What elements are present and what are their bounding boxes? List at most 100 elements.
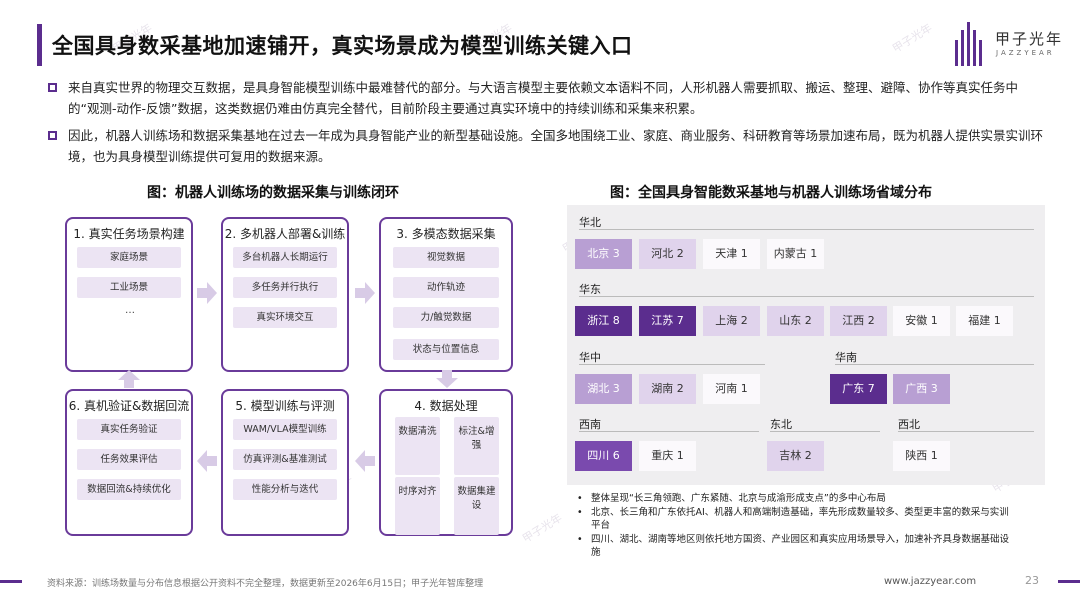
arrow-left-icon xyxy=(197,450,217,472)
flow-step-1: 1. 真实任务场景构建 家庭场景 工业场景 … xyxy=(65,217,193,372)
region-label-huabei: 华北 xyxy=(579,216,601,229)
arrow-down-icon xyxy=(436,370,458,388)
region-divider xyxy=(579,296,1034,297)
flow-item: 数据清洗 xyxy=(395,417,440,475)
note-text: 整体呈现“长三角领跑、广东紧随、北京与成渝形成支点”的多中心布局 xyxy=(591,493,886,504)
region-label-huazhong: 华中 xyxy=(579,351,601,364)
province-guangdong: 广东 7 xyxy=(830,374,887,404)
region-divider xyxy=(770,431,880,432)
watermark: 甲子光年 xyxy=(520,511,565,546)
logo-subtitle: JAZZYEAR xyxy=(996,49,1055,57)
note-text: 北京、长三角和广东依托AI、机器人和高端制造基础，率先形成数量较多、类型更丰富的… xyxy=(591,507,1009,531)
province-jilin: 吉林 2 xyxy=(767,441,824,471)
flow-item: 数据回流&持续优化 xyxy=(77,479,181,500)
bullet-item: 因此，机器人训练场和数据采集基地在过去一年成为具身智能产业的新型基础设施。全国多… xyxy=(48,125,1043,167)
note-item: • 北京、长三角和广东依托AI、机器人和高端制造基础，率先形成数量较多、类型更丰富… xyxy=(575,506,1015,532)
flow-step-title: 6. 真机验证&数据回流 xyxy=(68,399,190,413)
map-notes: • 整体呈现“长三角领跑、广东紧随、北京与成渝形成支点”的多中心布局 • 北京、长三… xyxy=(575,492,1015,560)
bullet-dot-icon: • xyxy=(577,507,583,518)
province-jiangsu: 江苏 7 xyxy=(639,306,696,336)
flow-step-title: 5. 模型训练与评测 xyxy=(235,399,335,413)
bullet-dot-icon: • xyxy=(577,534,583,545)
province-shanghai: 上海 2 xyxy=(703,306,760,336)
province-shandong: 山东 2 xyxy=(767,306,824,336)
flow-item: 真实任务验证 xyxy=(77,419,181,440)
province-jiangxi: 江西 2 xyxy=(830,306,887,336)
province-zhejiang: 浙江 8 xyxy=(575,306,632,336)
bullet-text: 来自真实世界的物理交互数据，是具身智能模型训练中最难替代的部分。与大语言模型主要… xyxy=(68,80,1019,116)
province-sichuan: 四川 6 xyxy=(575,441,632,471)
watermark: 甲子光年 xyxy=(890,21,935,56)
region-label-huadong: 华东 xyxy=(579,283,601,296)
note-item: • 整体呈现“长三角领跑、广东紧随、北京与成渝形成支点”的多中心布局 xyxy=(575,492,1015,505)
region-divider xyxy=(579,364,765,365)
flow-step-title: 4. 数据处理 xyxy=(414,399,478,413)
left-figure-title: 图：机器人训练场的数据采集与训练闭环 xyxy=(147,185,399,201)
province-anhui: 安徽 1 xyxy=(893,306,950,336)
note-text: 四川、湖北、湖南等地区则依托地方国资、产业园区和真实应用场景导入，加速补齐具身数… xyxy=(591,534,1010,558)
flow-item: 标注&增强 xyxy=(454,417,499,475)
province-neimenggu: 内蒙古 1 xyxy=(767,239,824,269)
flow-step-4: 4. 数据处理 数据清洗 标注&增强 时序对齐 数据集建设 xyxy=(379,389,513,536)
flow-item: 工业场景 xyxy=(77,277,181,298)
title-accent-bar xyxy=(37,24,42,66)
square-bullet-icon xyxy=(48,131,57,140)
flow-item: WAM/VLA模型训练 xyxy=(233,419,337,440)
flow-item: 状态与位置信息 xyxy=(393,339,499,360)
arrow-up-icon xyxy=(118,370,140,388)
square-bullet-icon xyxy=(48,83,57,92)
arrow-left-icon xyxy=(355,450,375,472)
region-divider xyxy=(898,431,1034,432)
flow-more: … xyxy=(125,305,135,316)
flow-step-2: 2. 多机器人部署&训练 多台机器人长期运行 多任务并行执行 真实环境交互 xyxy=(221,217,349,372)
bullet-text: 因此，机器人训练场和数据采集基地在过去一年成为具身智能产业的新型基础设施。全国多… xyxy=(68,128,1044,164)
flow-step-title: 2. 多机器人部署&训练 xyxy=(224,227,346,241)
region-divider xyxy=(579,431,759,432)
flow-item: 家庭场景 xyxy=(77,247,181,268)
website-link[interactable]: www.jazzyear.com xyxy=(884,576,977,587)
bullet-item: 来自真实世界的物理交互数据，是具身智能模型训练中最难替代的部分。与大语言模型主要… xyxy=(48,77,1043,119)
footer-accent-left xyxy=(0,580,22,583)
note-item: • 四川、湖北、湖南等地区则依托地方国资、产业园区和真实应用场景导入，加速补齐具身… xyxy=(575,533,1015,559)
province-shaanxi: 陕西 1 xyxy=(893,441,950,471)
flow-item: 真实环境交互 xyxy=(233,307,337,328)
arrow-right-icon xyxy=(355,282,375,304)
province-hubei: 湖北 3 xyxy=(575,374,632,404)
bullet-dot-icon: • xyxy=(577,493,583,504)
arrow-right-icon xyxy=(197,282,217,304)
province-chongqing: 重庆 1 xyxy=(639,441,696,471)
flow-item: 多任务并行执行 xyxy=(233,277,337,298)
province-tianjin: 天津 1 xyxy=(703,239,760,269)
source-note: 资料来源：训练场数量与分布信息根据公开资料不完全整理，数据更新至2026年6月1… xyxy=(47,579,484,589)
region-label-dongbei: 东北 xyxy=(770,418,792,431)
flow-item: 仿真评测&基准测试 xyxy=(233,449,337,470)
flow-item: 性能分析与迭代 xyxy=(233,479,337,500)
flow-step-title: 1. 真实任务场景构建 xyxy=(73,227,185,241)
footer-accent-right xyxy=(1058,580,1080,583)
province-guangxi: 广西 3 xyxy=(893,374,950,404)
flow-step-title: 3. 多模态数据采集 xyxy=(396,227,496,241)
province-beijing: 北京 3 xyxy=(575,239,632,269)
region-divider xyxy=(835,364,1034,365)
right-figure-title: 图：全国具身智能数采基地与机器人训练场省域分布 xyxy=(610,185,932,201)
flow-step-6: 6. 真机验证&数据回流 真实任务验证 任务效果评估 数据回流&持续优化 xyxy=(65,389,193,536)
flow-item: 动作轨迹 xyxy=(393,277,499,298)
flow-step-5: 5. 模型训练与评测 WAM/VLA模型训练 仿真评测&基准测试 性能分析与迭代 xyxy=(221,389,349,536)
region-label-xibei: 西北 xyxy=(898,418,920,431)
flow-step-3: 3. 多模态数据采集 视觉数据 动作轨迹 力/触觉数据 状态与位置信息 xyxy=(379,217,513,372)
flow-item: 视觉数据 xyxy=(393,247,499,268)
flow-item: 任务效果评估 xyxy=(77,449,181,470)
province-fujian: 福建 1 xyxy=(956,306,1013,336)
province-henan: 河南 1 xyxy=(703,374,760,404)
logo-name: 甲子光年 xyxy=(995,30,1064,48)
page-number: 23 xyxy=(1025,574,1039,587)
flow-item: 多台机器人长期运行 xyxy=(233,247,337,268)
flow-item: 数据集建设 xyxy=(454,477,499,535)
flow-item: 时序对齐 xyxy=(395,477,440,535)
region-label-huanan: 华南 xyxy=(835,351,857,364)
logo-mark-icon xyxy=(955,22,991,66)
intro-bullets: 来自真实世界的物理交互数据，是具身智能模型训练中最难替代的部分。与大语言模型主要… xyxy=(48,77,1043,173)
region-divider xyxy=(579,229,1034,230)
province-hunan: 湖南 2 xyxy=(639,374,696,404)
logo: 甲子光年 JAZZYEAR xyxy=(955,22,1065,68)
